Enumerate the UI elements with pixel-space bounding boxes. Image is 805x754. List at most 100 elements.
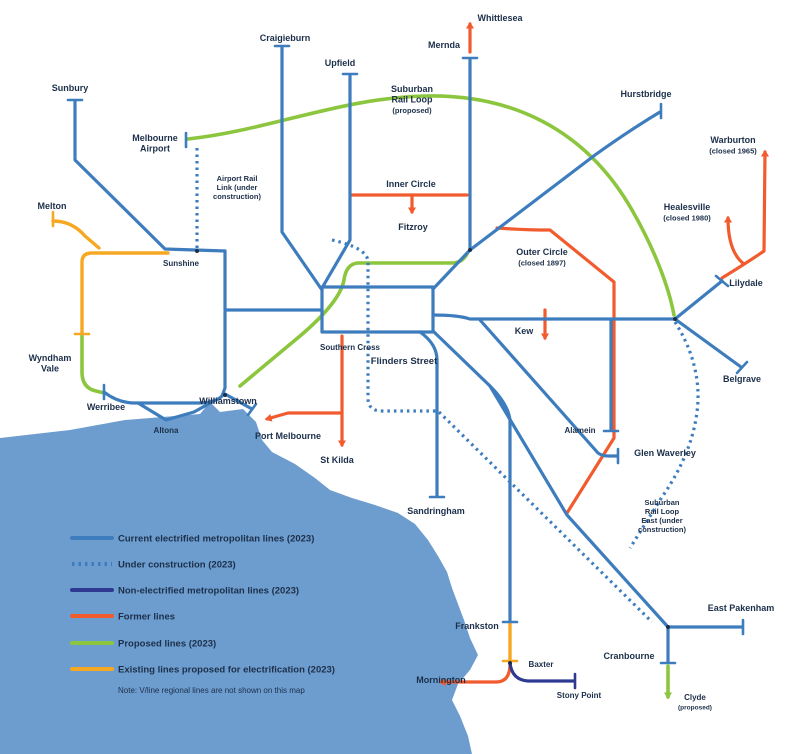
- line-outer-circle-former: [495, 226, 616, 515]
- station-label-melbourne-airport: Airport: [140, 144, 170, 154]
- legend-label: Proposed lines (2023): [118, 639, 216, 650]
- station-label-werribee: Werribee: [87, 402, 125, 412]
- line-srl-east-construction: [628, 321, 700, 549]
- station-label-flinders-street: Flinders Street: [371, 356, 438, 367]
- station-label-stony-point: Stony Point: [557, 691, 602, 700]
- station-label-belgrave: Belgrave: [723, 374, 761, 384]
- station-label-sunshine: Sunshine: [163, 259, 200, 268]
- line-wyndham-vale-electrification: [80, 251, 170, 335]
- legend-label: Former lines: [118, 612, 175, 623]
- line-footscray-trunk: [223, 249, 324, 312]
- tick-williamstown: [246, 402, 258, 417]
- line-craigieburn: [280, 45, 324, 292]
- station-label-east-pakenham: East Pakenham: [708, 603, 775, 613]
- station-label-williamstown: Williamstown: [199, 396, 256, 406]
- station-label-srl-east: East (under: [641, 516, 682, 525]
- station-label-airport-rail-link: Link (under: [217, 183, 258, 192]
- station-label-healesville: Healesville: [664, 202, 711, 212]
- station-label-srl-east: Suburban: [645, 498, 680, 507]
- electrification-lines: [51, 219, 512, 661]
- station-label-frankston: Frankston: [455, 621, 499, 631]
- station-label-srl-east: construction): [638, 525, 686, 534]
- line-hurstbridge: [468, 110, 662, 252]
- station-label-port-melbourne: Port Melbourne: [255, 431, 321, 441]
- line-sunbury: [73, 100, 227, 253]
- tick-lilydale: [714, 274, 730, 288]
- line-stony-point: [508, 661, 576, 683]
- station-label-outer-circle: (closed 1897): [518, 259, 566, 268]
- line-sandringham: [418, 330, 439, 498]
- station-label-inner-circle: Inner Circle: [386, 179, 436, 189]
- station-label-sunbury: Sunbury: [52, 83, 89, 93]
- station-label-srl-north: Suburban: [391, 84, 433, 94]
- station-label-wyndham-vale: Vale: [41, 364, 59, 374]
- legend-label: Existing lines proposed for electrificat…: [118, 665, 335, 676]
- station-label-fitzroy: Fitzroy: [398, 222, 428, 232]
- station-label-alamein: Alamein: [564, 426, 595, 435]
- junction-newport: [223, 393, 227, 397]
- line-dandenong-corridor: [431, 329, 670, 629]
- station-label-warburton: Warburton: [710, 135, 755, 145]
- line-melton-electrification: [51, 219, 101, 250]
- line-lilydale: [673, 279, 724, 321]
- legend-label: Current electrified metropolitan lines (…: [118, 534, 314, 545]
- line-glen-waverley: [478, 318, 619, 458]
- junction-sunshine: [195, 249, 199, 253]
- legend: Current electrified metropolitan lines (…: [70, 534, 335, 695]
- station-label-altona: Altona: [154, 426, 179, 435]
- line-werribee-wyndham-link-proposed: [80, 334, 106, 395]
- junction-clifton-hill: [468, 248, 472, 252]
- line-srl-north-proposed: [186, 94, 676, 317]
- station-label-srl-north: Rail Loop: [392, 95, 433, 105]
- line-metro-tunnel-construction: [331, 238, 654, 624]
- junction-dots: [195, 248, 677, 665]
- station-label-st-kilda: St Kilda: [320, 455, 354, 465]
- line-mernda: [431, 57, 472, 291]
- line-belgrave: [673, 317, 743, 369]
- station-label-clyde: (proposed): [678, 705, 712, 712]
- station-label-healesville: (closed 1980): [663, 214, 711, 223]
- station-label-airport-rail-link: construction): [213, 192, 261, 201]
- line-werribee: [102, 310, 227, 405]
- under-construction-lines: [195, 148, 700, 624]
- line-healesville-former: [723, 215, 746, 266]
- station-label-lilydale: Lilydale: [729, 278, 763, 288]
- station-label-outer-circle: Outer Circle: [516, 247, 568, 257]
- station-label-wyndham-vale: Wyndham: [29, 353, 72, 363]
- station-label-upfield: Upfield: [325, 58, 356, 68]
- line-williamstown: [223, 392, 254, 411]
- junction-ringwood: [673, 317, 677, 321]
- legend-label: Non-electrified metropolitan lines (2023…: [118, 586, 299, 597]
- station-label-sandringham: Sandringham: [407, 506, 465, 516]
- junction-pakenham-cranbourne: [666, 625, 670, 629]
- station-label-whittlesea: Whittlesea: [477, 13, 523, 23]
- station-label-baxter: Baxter: [529, 660, 554, 669]
- station-label-southern-cross: Southern Cross: [320, 343, 381, 352]
- port-phillip-bay: [0, 402, 478, 754]
- station-label-srl-north: (proposed): [392, 106, 432, 115]
- station-label-srl-east: Rail Loop: [645, 507, 680, 516]
- station-label-clyde: Clyde: [684, 693, 706, 702]
- station-label-kew: Kew: [515, 326, 535, 336]
- former-lines: [264, 21, 770, 687]
- station-label-mornington: Mornington: [416, 675, 465, 685]
- station-label-mernda: Mernda: [428, 40, 461, 50]
- station-label-craigieburn: Craigieburn: [260, 33, 311, 43]
- line-frankston: [488, 384, 512, 622]
- tick-belgrave: [735, 360, 749, 375]
- station-label-hurstbridge: Hurstbridge: [620, 89, 671, 99]
- line-port-melbourne-former: [264, 411, 344, 422]
- line-warburton-former: [720, 149, 770, 280]
- station-label-melton: Melton: [38, 201, 67, 211]
- legend-label: Under construction (2023): [118, 560, 236, 571]
- legend-note: Note: V/line regional lines are not show…: [118, 686, 305, 695]
- line-altona-loop: [136, 400, 214, 422]
- line-upfield: [320, 73, 352, 290]
- station-label-airport-rail-link: Airport Rail: [217, 174, 258, 183]
- station-label-melbourne-airport: Melbourne: [132, 133, 178, 143]
- station-label-glen-waverley: Glen Waverley: [634, 448, 696, 458]
- station-label-warburton: (closed 1965): [709, 147, 757, 156]
